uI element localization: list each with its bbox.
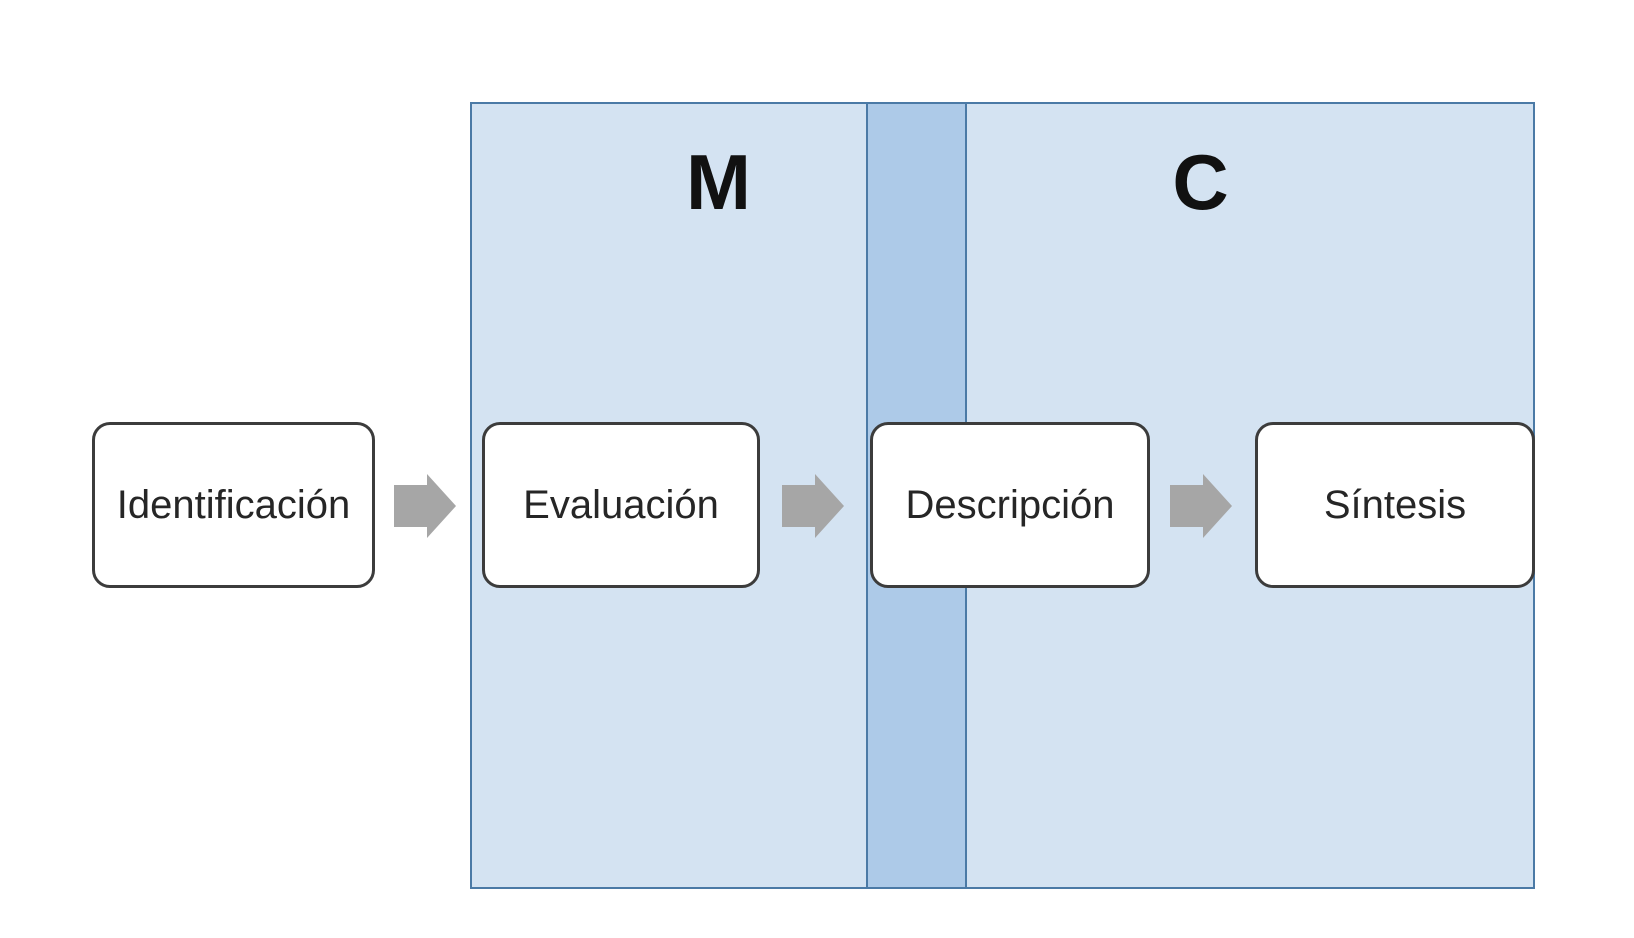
panel-c-label: C — [1172, 138, 1229, 226]
arrow-right-icon — [782, 474, 844, 538]
arrow-right-icon — [1170, 474, 1232, 538]
step-label-descripcion: Descripción — [905, 482, 1115, 527]
step-box-identificacion: Identificación — [92, 422, 375, 588]
arrow-right-icon — [394, 474, 456, 538]
panel-m-label: M — [686, 138, 751, 226]
step-box-sintesis: Síntesis — [1255, 422, 1535, 588]
step-label-sintesis: Síntesis — [1323, 482, 1467, 527]
step-box-descripcion: Descripción — [870, 422, 1150, 588]
step-box-evaluacion: Evaluación — [482, 422, 760, 588]
step-label-evaluacion: Evaluación — [523, 482, 719, 527]
step-label-identificacion: Identificación — [116, 482, 351, 527]
